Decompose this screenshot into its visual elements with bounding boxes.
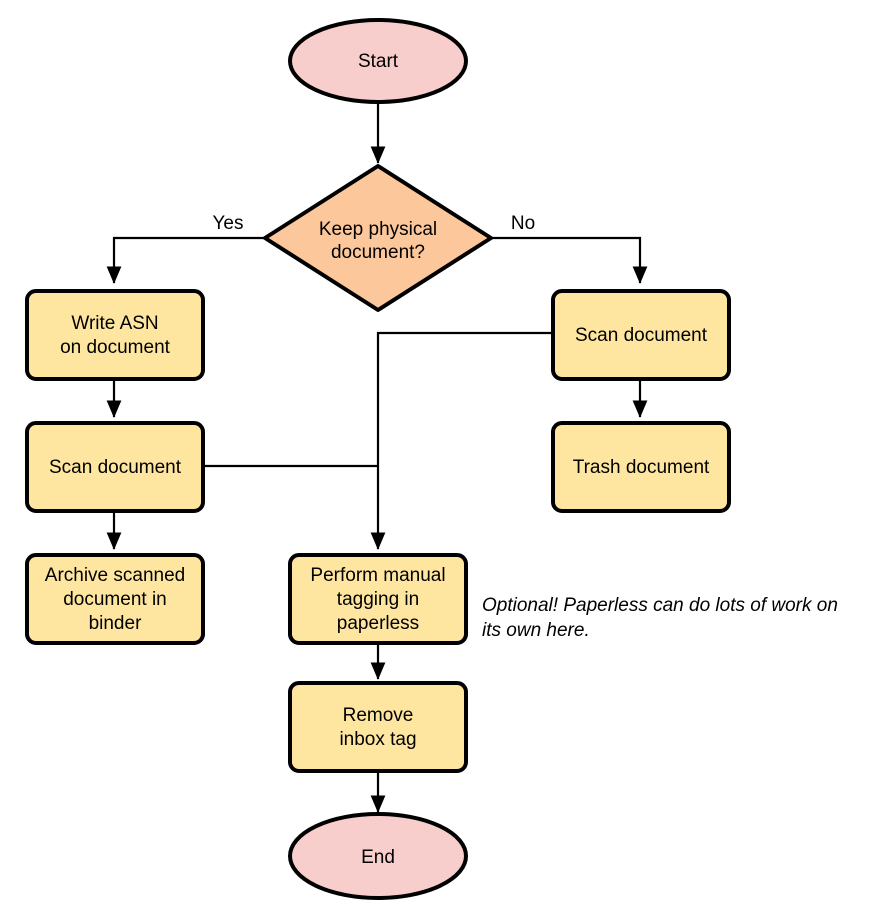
node-archive-binder[interactable]: Archive scanned document in binder	[25, 553, 205, 645]
node-remove-inbox-tag[interactable]: Remove inbox tag	[288, 681, 468, 773]
node-write-asn[interactable]: Write ASN on document	[25, 289, 205, 381]
node-scan-right[interactable]: Scan document	[551, 289, 731, 381]
decision-diamond	[263, 164, 493, 312]
node-keep-physical[interactable]: Keep physical document?	[263, 164, 493, 312]
archive-binder-label-line-2: document in	[63, 589, 167, 610]
write-asn-label-line-2: on document	[60, 337, 171, 358]
remove-inbox-tag-box	[288, 681, 468, 773]
node-start[interactable]: Start	[288, 18, 468, 104]
edge-label-layer: Yes No	[213, 213, 536, 234]
manual-tagging-label-line-1: Perform manual	[310, 565, 445, 586]
manual-tagging-label-line-2: tagging in	[337, 589, 419, 610]
edge-layer	[106, 101, 648, 813]
edge-label-yes: Yes	[213, 213, 244, 234]
node-manual-tagging[interactable]: Perform manual tagging in paperless	[288, 553, 468, 645]
decision-label-line-1: Keep physical	[319, 219, 437, 240]
scan-right-label: Scan document	[575, 325, 708, 346]
manual-tagging-label-line-3: paperless	[337, 613, 419, 634]
trash-box	[551, 421, 731, 513]
manual-tagging-box	[288, 553, 468, 645]
node-trash[interactable]: Trash document	[551, 421, 731, 513]
archive-binder-label-line-3: binder	[89, 613, 142, 634]
end-ellipse	[288, 812, 468, 900]
node-scan-left[interactable]: Scan document	[25, 421, 205, 513]
archive-binder-label-line-1: Archive scanned	[45, 565, 185, 586]
start-label: Start	[358, 51, 399, 72]
node-end[interactable]: End	[288, 812, 468, 900]
trash-label: Trash document	[573, 457, 710, 478]
write-asn-box	[25, 289, 205, 381]
edge-decision-to-write-asn	[106, 236, 265, 284]
scan-left-label: Scan document	[49, 457, 182, 478]
edge-scan-right-to-tagging	[370, 331, 553, 550]
start-ellipse	[288, 18, 468, 104]
optional-note-line-2: its own here.	[482, 620, 590, 641]
end-label: End	[361, 847, 395, 868]
edge-label-no: No	[511, 213, 535, 234]
edge-decision-to-scan-right	[491, 236, 648, 284]
remove-inbox-tag-label-line-1: Remove	[343, 705, 414, 726]
remove-inbox-tag-label-line-2: inbox tag	[339, 729, 416, 750]
archive-binder-box	[25, 553, 205, 645]
scan-left-box	[25, 421, 205, 513]
optional-note-line-1: Optional! Paperless can do lots of work …	[482, 595, 838, 616]
write-asn-label-line-1: Write ASN	[71, 313, 158, 334]
optional-note-annotation: Optional! Paperless can do lots of work …	[482, 595, 838, 641]
scan-right-box	[551, 289, 731, 381]
decision-label-line-2: document?	[331, 242, 425, 263]
